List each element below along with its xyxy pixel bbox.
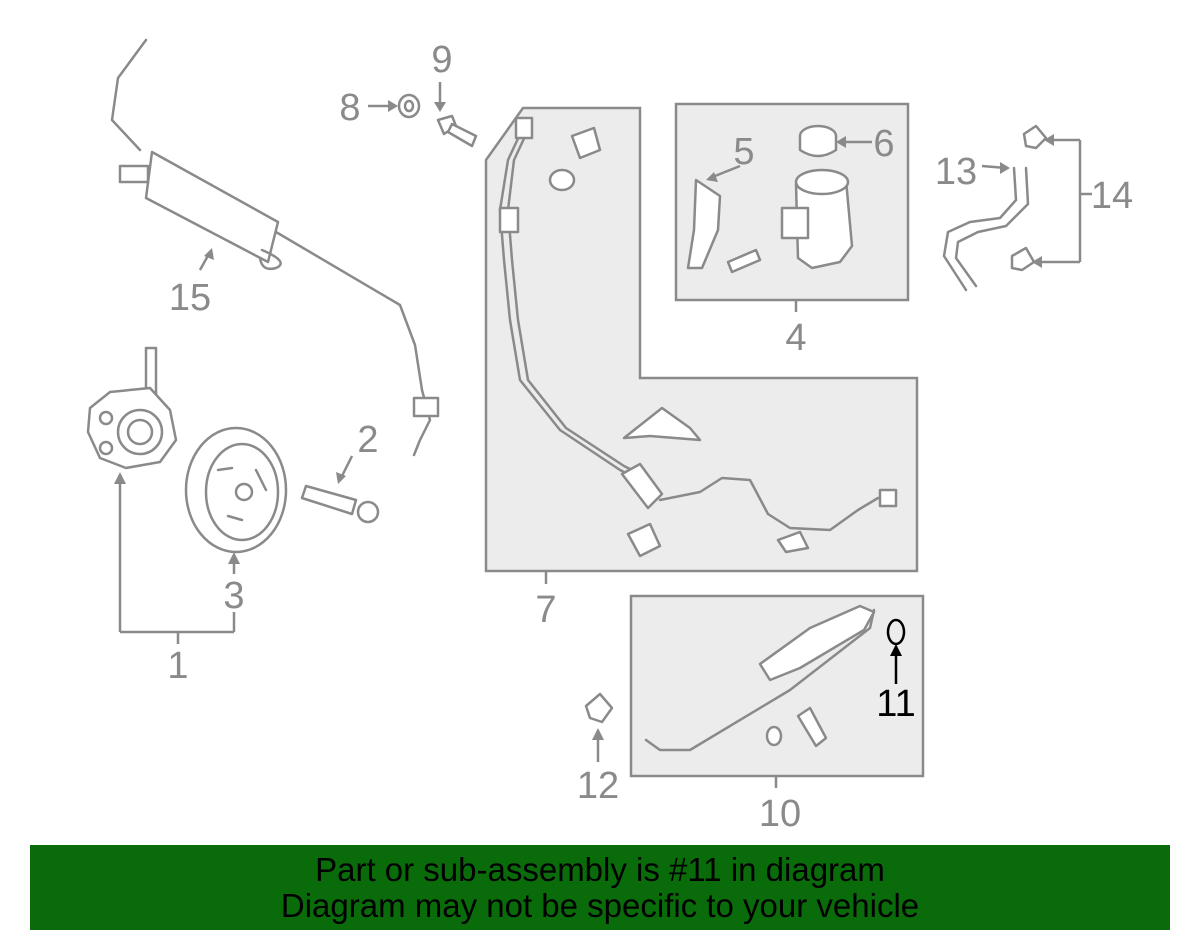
callout-4: 4 [785,317,806,359]
callout-6: 6 [873,123,894,165]
clamps-part-14 [1010,124,1048,272]
pulley-part-3 [184,426,288,554]
cap-part-6 [798,124,838,158]
reservoir-part-4 [780,168,854,270]
bolt-part-2 [300,484,380,524]
bolt-part-9 [436,114,478,148]
callout-1: 1 [167,645,188,687]
banner-line-2: Diagram may not be specific to your vehi… [280,886,920,924]
cooler-line-part-15 [110,38,440,457]
pressure-line-part-7 [498,116,898,558]
callout-7: 7 [535,589,556,631]
panel-10 [629,594,925,778]
callout-12: 12 [577,765,619,807]
pump-part-1 [86,346,178,470]
return-line-part-10 [644,604,876,752]
hose-part-13 [942,166,1030,292]
callout-9: 9 [431,39,452,81]
clamp-part-12 [584,692,614,724]
callout-5: 5 [733,131,754,173]
callout-8: 8 [339,87,360,129]
callout-10: 10 [759,793,801,835]
washer-part-8 [397,93,421,119]
callout-11: 11 [876,683,915,725]
leader-lines [114,82,1092,788]
notice-banner: Part or sub-assembly is #11 in diagram D… [30,845,1170,930]
callout-14: 14 [1091,175,1133,217]
bracket-part-5 [686,178,762,274]
callout-2: 2 [357,419,378,461]
callout-3: 3 [223,575,244,617]
panel-7 [484,106,919,573]
banner-line-1: Part or sub-assembly is #11 in diagram [315,850,885,888]
callout-15: 15 [169,277,211,319]
callout-13: 13 [935,151,977,193]
